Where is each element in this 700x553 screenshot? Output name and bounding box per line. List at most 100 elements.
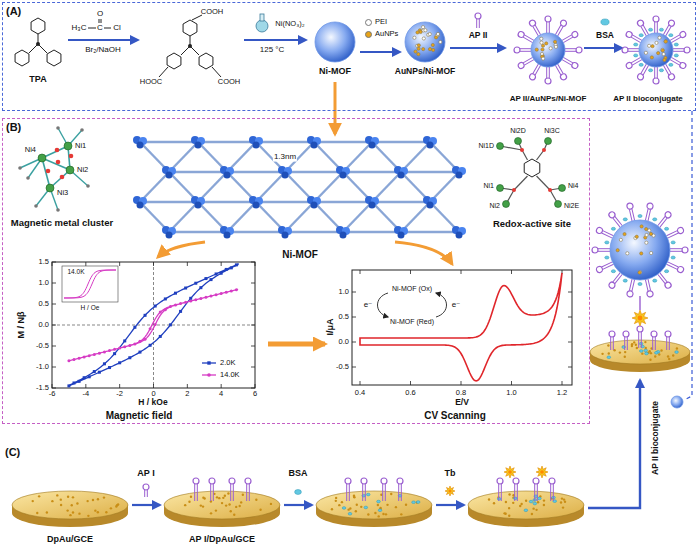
dendritic-gold [103,496,105,498]
dna-stem [653,337,656,350]
data-marker [159,335,162,338]
dna-loop [361,478,367,484]
dendritic-gold [71,504,73,506]
dendritic-gold [390,493,392,495]
data-marker [83,355,86,358]
bsa-protein [513,497,517,500]
data-marker [88,375,91,378]
redox-arrow [378,293,389,317]
dendritic-gold [270,503,272,505]
dendritic-gold [619,351,621,353]
nickel-atom [497,143,504,150]
electrode-surface [164,491,280,519]
legend-text: PEI [375,18,387,26]
gold-nanoparticle [635,235,638,238]
process-arrow [588,380,640,508]
text-label: Ni-MOF (Ox) [392,285,432,293]
dendritic-gold [531,513,533,515]
dna-stem [555,64,563,75]
dna-loop [608,281,616,289]
text-label: Ni-MOF [282,249,318,260]
dendritic-gold [631,343,633,345]
dna-loop [682,247,688,253]
dna-stem [670,249,682,252]
benzene-ring [167,53,181,69]
ligand-atom [18,166,22,170]
oxygen-atom [512,188,516,192]
dna-loop [576,47,582,53]
text-label: (C) [5,446,20,458]
tick [360,270,361,274]
dendritic-gold [87,515,89,517]
lattice-node [456,172,463,179]
data-marker [128,344,131,347]
dna-loop [679,30,687,38]
nickel-atom [46,184,54,192]
dna-stem [613,273,623,284]
pei-dot [422,37,425,40]
lattice-linker [227,231,285,233]
text-label: H₃C [72,24,87,33]
dendritic-gold [660,349,662,351]
data-marker [230,289,233,292]
dna-hairpin [565,47,582,53]
dna-loop [514,47,520,53]
tick-label: 0.5 [339,313,349,321]
lattice-node [398,172,405,179]
lattice-node [166,232,173,239]
dna-stem [565,49,576,52]
nickel-atom [555,201,562,208]
gold-nanoparticle [649,232,652,235]
lattice-linker [198,201,256,203]
dendritic-gold [188,501,190,503]
dna-stem [383,484,386,501]
lattice-linker [314,201,372,203]
dendritic-gold [624,351,626,353]
dna-loop [475,13,481,19]
data-marker [164,297,167,300]
dendritic-gold [210,512,212,514]
bsa-protein [665,270,669,273]
tick [52,384,53,388]
lattice-linker [401,231,459,233]
dendritic-gold [635,344,637,346]
lattice-node [311,142,318,149]
bond [29,44,38,53]
bsa-protein [653,279,657,282]
dendritic-gold [400,513,402,515]
dna-stem [399,484,402,501]
dendritic-gold [650,352,652,354]
dna-loop [625,30,633,38]
gold-nanoparticle [650,56,653,59]
dna-stem [211,484,214,501]
panel-label: (A) [6,5,21,17]
dendritic-gold [543,499,545,501]
gold-nanoparticle [417,44,420,47]
dna-loop [664,281,672,289]
tick [352,367,356,368]
dendritic-gold [525,500,527,502]
tick [568,342,572,343]
orange-arrow [395,242,452,264]
nickel-atom [545,138,552,145]
dna-loop [646,203,653,210]
tick [352,342,356,343]
nickel-atom [515,138,522,145]
dendritic-gold [224,495,226,497]
tick-label: 0.4 [355,389,365,397]
process-arrow [334,82,337,134]
tb-core [508,470,512,474]
benzene-ring [524,159,540,177]
data-marker [138,351,141,354]
tb-core [638,316,643,321]
dna-hairpin [644,203,654,222]
dna-loop [571,30,579,38]
electrode-surface [590,340,690,364]
mof-sphere [405,22,445,62]
bsa-protein [638,214,642,217]
dna-stem [195,484,198,501]
dendritic-gold [563,498,565,500]
dna-stem [655,22,658,33]
data-marker [98,352,101,355]
bond [101,19,102,23]
